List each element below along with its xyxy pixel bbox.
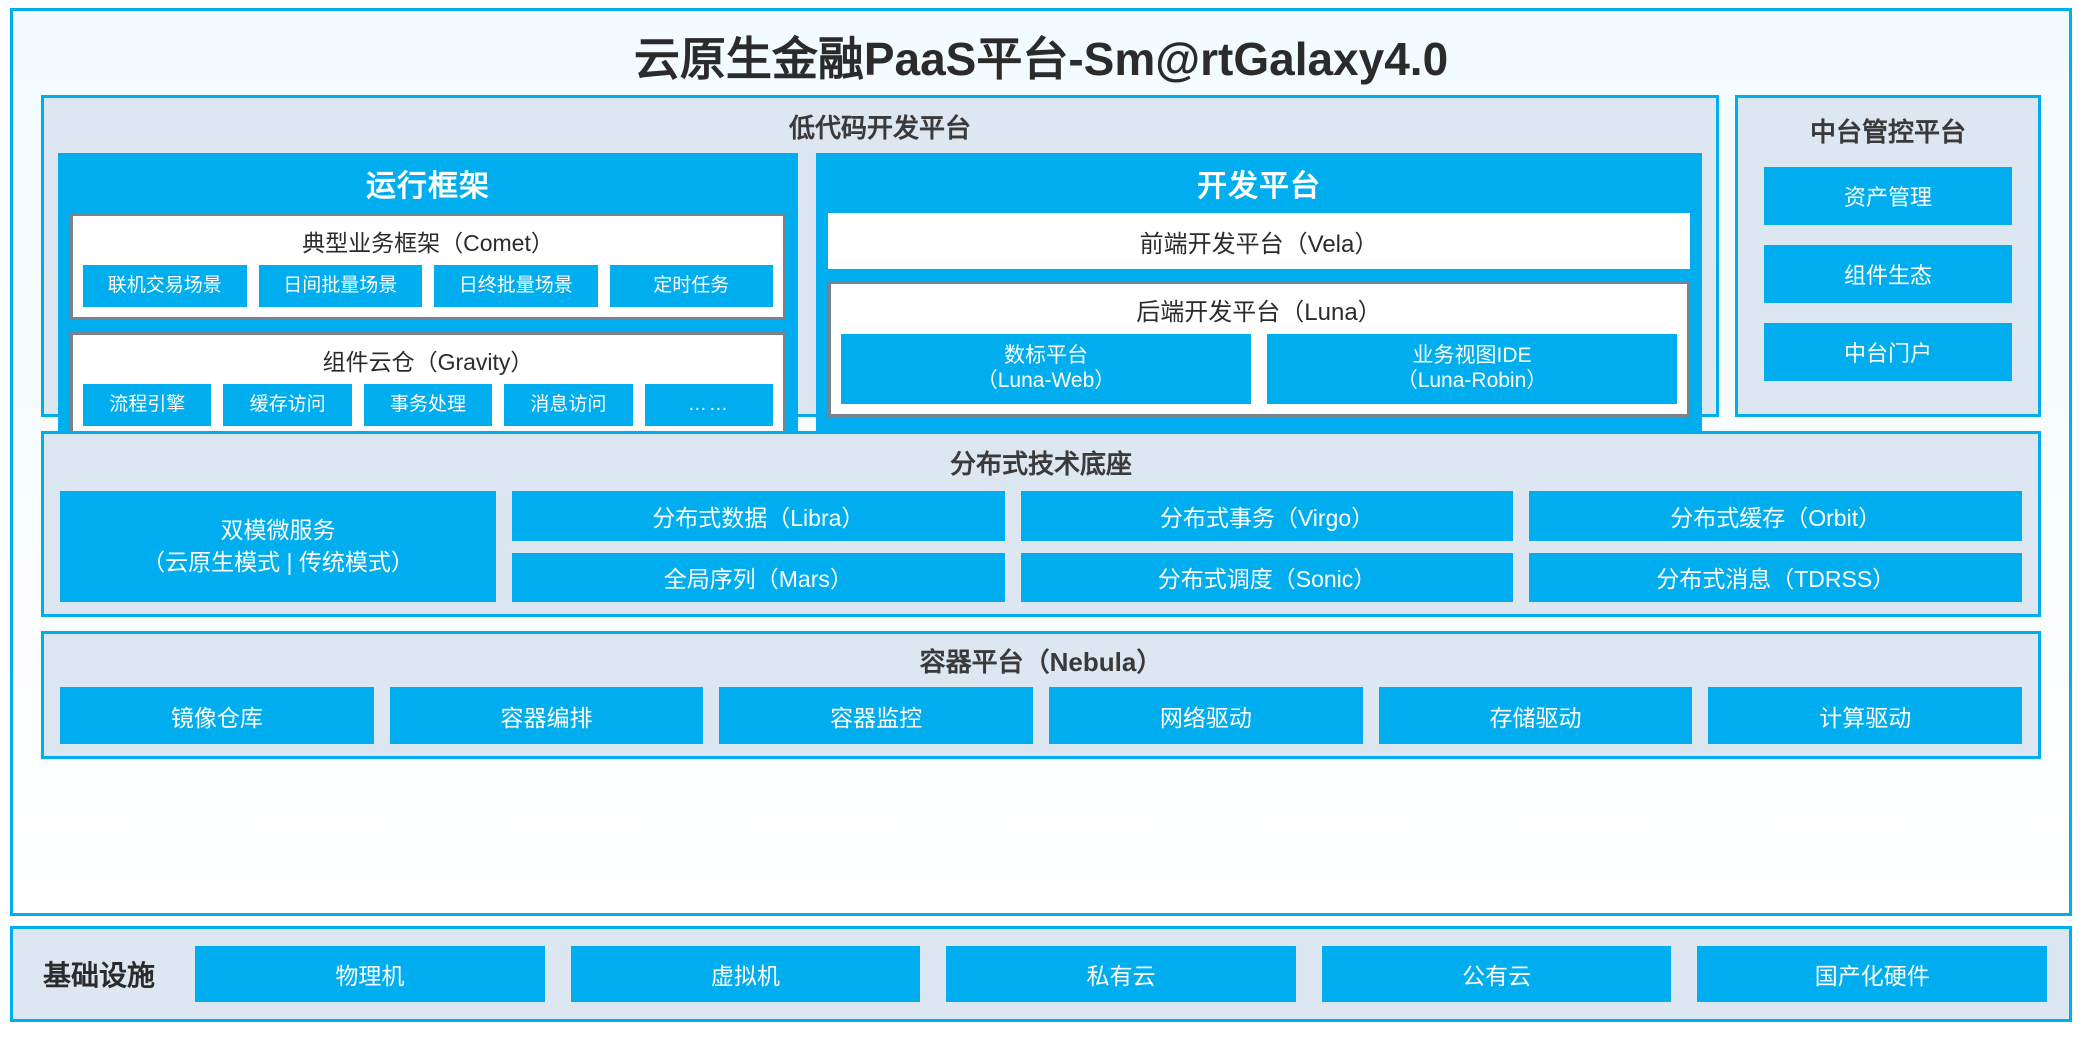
- distributed-base-title: 分布式技术底座: [949, 449, 1132, 479]
- gravity-item-transaction[interactable]: 事务处理: [363, 384, 493, 426]
- comet-item-scheduled-task[interactable]: 定时任务: [609, 265, 773, 307]
- gravity-item-process-engine[interactable]: 流程引擎: [83, 384, 212, 426]
- gravity-items: 流程引擎 缓存访问 事务处理 消息访问 ……: [83, 384, 774, 426]
- runtime-framework-card: 运行框架 典型业务框架（Comet） 联机交易场景 日间批量场景 日终批量场景 …: [58, 153, 798, 451]
- container-item-monitoring[interactable]: 容器监控: [719, 687, 1034, 744]
- dist-item-orbit[interactable]: 分布式缓存（Orbit）: [1529, 491, 2023, 541]
- dev-platform-card: 开发平台 前端开发平台（Vela） 后端开发平台（Luna） 数标平台 （Lun…: [816, 153, 1702, 451]
- container-body: 镜像仓库 容器编排 容器监控 网络驱动 存储驱动 计算驱动: [44, 687, 2038, 744]
- comet-title: 典型业务框架（Comet）: [302, 230, 554, 256]
- dist-item-mars[interactable]: 全局序列（Mars）: [512, 552, 1005, 602]
- infra-item-virtual-machine[interactable]: 虚拟机: [570, 946, 921, 1002]
- gravity-item-more[interactable]: ……: [644, 384, 774, 426]
- comet-item-online-trade[interactable]: 联机交易场景: [83, 265, 247, 307]
- gravity-item-cache-access[interactable]: 缓存访问: [223, 384, 352, 426]
- luna-box: 后端开发平台（Luna） 数标平台 （Luna-Web） 业务视图IDE （Lu…: [828, 281, 1690, 417]
- distributed-column-1: 分布式数据（Libra） 全局序列（Mars）: [512, 491, 1005, 602]
- container-item-storage-driver[interactable]: 存储驱动: [1378, 687, 1693, 744]
- gravity-box: 组件云仓（Gravity） 流程引擎 缓存访问 事务处理 消息访问 ……: [70, 332, 786, 439]
- top-row: 低代码开发平台 运行框架 典型业务框架（Comet） 联机交易场景 日间批量场景…: [41, 95, 2041, 451]
- luna-robin-code: （Luna-Robin）: [1396, 369, 1548, 392]
- luna-items: 数标平台 （Luna-Web） 业务视图IDE （Luna-Robin）: [841, 334, 1677, 404]
- gravity-title: 组件云仓（Gravity）: [322, 349, 534, 375]
- control-item-portal[interactable]: 中台门户: [1764, 323, 2012, 381]
- dev-platform-title: 开发平台: [1197, 170, 1321, 203]
- control-platform-panel: 中台管控平台 资产管理 组件生态 中台门户: [1735, 95, 2041, 417]
- dist-item-libra[interactable]: 分布式数据（Libra）: [512, 491, 1005, 541]
- luna-item-luna-robin[interactable]: 业务视图IDE （Luna-Robin）: [1267, 334, 1677, 404]
- infra-item-domestic-hardware[interactable]: 国产化硬件: [1697, 946, 2047, 1002]
- infra-item-public-cloud[interactable]: 公有云: [1321, 946, 1672, 1002]
- lowcode-body: 运行框架 典型业务框架（Comet） 联机交易场景 日间批量场景 日终批量场景 …: [44, 153, 1716, 451]
- comet-item-eod-batch[interactable]: 日终批量场景: [434, 265, 598, 307]
- lowcode-platform-panel: 低代码开发平台 运行框架 典型业务框架（Comet） 联机交易场景 日间批量场景…: [41, 95, 1719, 451]
- luna-item-luna-web[interactable]: 数标平台 （Luna-Web）: [841, 334, 1251, 404]
- comet-item-intraday-batch[interactable]: 日间批量场景: [258, 265, 422, 307]
- container-item-network-driver[interactable]: 网络驱动: [1049, 687, 1363, 744]
- comet-items: 联机交易场景 日间批量场景 日终批量场景 定时任务: [83, 265, 773, 307]
- comet-box: 典型业务框架（Comet） 联机交易场景 日间批量场景 日终批量场景 定时任务: [70, 213, 786, 320]
- distributed-column-2: 分布式事务（Virgo） 分布式调度（Sonic）: [1020, 491, 1514, 602]
- luna-title: 后端开发平台（Luna）: [1136, 299, 1382, 326]
- lowcode-platform-title: 低代码开发平台: [788, 113, 971, 143]
- infrastructure-panel: 基础设施 物理机 虚拟机 私有云 公有云 国产化硬件: [10, 926, 2072, 1022]
- infra-item-physical-machine[interactable]: 物理机: [195, 946, 545, 1002]
- dual-mode-line1: 双模微服务: [220, 517, 336, 544]
- luna-web-name: 数标平台: [1004, 344, 1088, 368]
- container-item-orchestration[interactable]: 容器编排: [389, 687, 704, 744]
- distributed-body: 双模微服务 （云原生模式 | 传统模式） 分布式数据（Libra） 全局序列（M…: [44, 491, 2038, 602]
- luna-robin-name: 业务视图IDE: [1412, 344, 1532, 368]
- dual-mode-microservice[interactable]: 双模微服务 （云原生模式 | 传统模式）: [60, 491, 496, 602]
- gravity-item-message-access[interactable]: 消息访问: [504, 384, 633, 426]
- main-frame: 云原生金融PaaS平台-Sm@rtGalaxy4.0 低代码开发平台 运行框架 …: [10, 8, 2072, 916]
- dist-item-virgo[interactable]: 分布式事务（Virgo）: [1020, 491, 1514, 541]
- page-title: 云原生金融PaaS平台-Sm@rtGalaxy4.0: [633, 33, 1449, 85]
- container-platform-title: 容器平台（Nebula）: [919, 647, 1163, 677]
- dist-item-tdrss[interactable]: 分布式消息（TDRSS）: [1529, 552, 2023, 602]
- luna-web-code: （Luna-Web）: [976, 369, 1116, 392]
- control-item-component-ecosystem[interactable]: 组件生态: [1764, 245, 2012, 303]
- dual-mode-line2: （云原生模式 | 传统模式）: [142, 548, 414, 575]
- runtime-framework-title: 运行框架: [366, 170, 490, 203]
- container-item-compute-driver[interactable]: 计算驱动: [1708, 687, 2023, 744]
- infrastructure-label: 基础设施: [43, 960, 156, 991]
- infra-item-private-cloud[interactable]: 私有云: [946, 946, 1296, 1002]
- dist-item-sonic[interactable]: 分布式调度（Sonic）: [1020, 552, 1514, 602]
- frontend-dev-platform[interactable]: 前端开发平台（Vela）: [828, 213, 1690, 269]
- container-platform-panel: 容器平台（Nebula） 镜像仓库 容器编排 容器监控 网络驱动 存储驱动 计算…: [41, 631, 2041, 759]
- container-item-image-registry[interactable]: 镜像仓库: [60, 687, 374, 744]
- distributed-column-3: 分布式缓存（Orbit） 分布式消息（TDRSS）: [1529, 491, 2023, 602]
- distributed-base-panel: 分布式技术底座 双模微服务 （云原生模式 | 传统模式） 分布式数据（Libra…: [41, 431, 2041, 617]
- control-item-asset-management[interactable]: 资产管理: [1764, 167, 2012, 225]
- control-platform-title: 中台管控平台: [1809, 117, 1966, 147]
